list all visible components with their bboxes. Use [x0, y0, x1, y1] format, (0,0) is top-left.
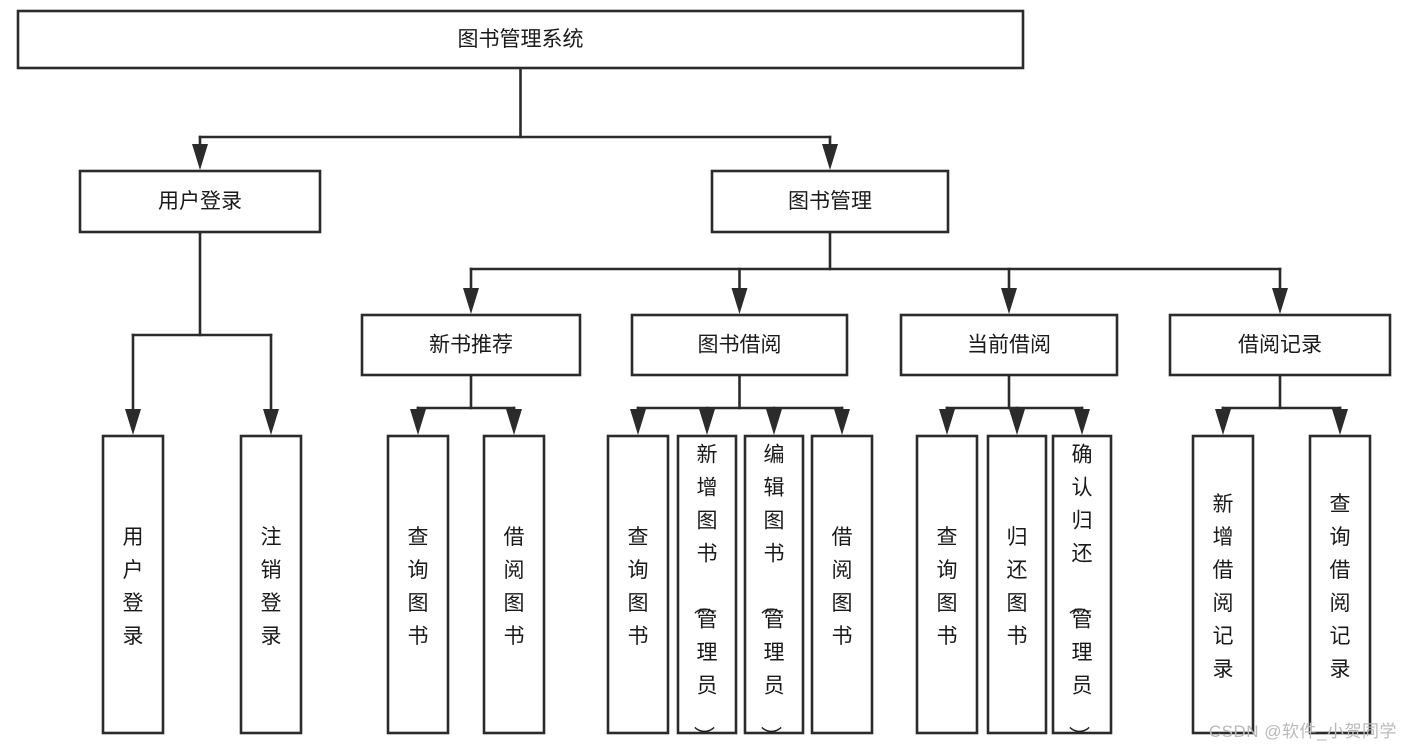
node-box[interactable] — [482, 434, 546, 735]
node-box[interactable] — [360, 313, 582, 377]
node-box[interactable] — [1168, 313, 1392, 377]
node-label: 查询借阅记录 — [1330, 493, 1351, 681]
node-box[interactable] — [1308, 434, 1372, 735]
node-label: 图书管理系统 — [458, 28, 584, 51]
node-l-user-logout[interactable]: 注销登录 — [239, 434, 303, 735]
node-l-add-record[interactable]: 新增借阅记录 — [1191, 434, 1255, 735]
node-n-borrow-record[interactable]: 借阅记录 — [1168, 313, 1392, 377]
node-l-query-book-2[interactable]: 查询图书 — [606, 434, 670, 735]
node-label: 借阅图书 — [832, 526, 853, 648]
node-box[interactable] — [1051, 434, 1113, 735]
node-label: 查询图书 — [937, 526, 958, 648]
node-label: 图书借阅 — [698, 334, 782, 357]
node-box[interactable] — [743, 434, 805, 735]
node-l-add-book[interactable]: 新增图书（管理员） — [676, 434, 738, 747]
node-label: 图书管理 — [788, 190, 872, 213]
node-box[interactable] — [78, 169, 322, 234]
node-box[interactable] — [16, 9, 1025, 70]
node-box[interactable] — [1191, 434, 1255, 735]
node-box[interactable] — [986, 434, 1048, 735]
node-box[interactable] — [915, 434, 979, 735]
node-n-book-borrow[interactable]: 图书借阅 — [630, 313, 849, 377]
node-label: 用户登录 — [158, 190, 242, 213]
node-box[interactable] — [606, 434, 670, 735]
node-box[interactable] — [101, 434, 165, 735]
node-n-user-login[interactable]: 用户登录 — [78, 169, 322, 234]
node-box[interactable] — [239, 434, 303, 735]
node-label: 借阅记录 — [1238, 334, 1322, 357]
node-box[interactable] — [676, 434, 738, 735]
csdn-watermark: CSDN @软件_小贺同学 — [1208, 722, 1397, 741]
connector-layer — [125, 66, 1348, 435]
node-l-edit-book[interactable]: 编辑图书（管理员） — [743, 434, 805, 747]
node-label: 查询图书 — [408, 526, 429, 648]
node-box[interactable] — [710, 169, 950, 234]
node-label: 确认归还（管理员） — [1067, 444, 1093, 747]
node-l-confirm-return[interactable]: 确认归还（管理员） — [1051, 434, 1113, 747]
node-label: 新书推荐 — [429, 334, 513, 357]
node-n-current-borrow[interactable]: 当前借阅 — [899, 313, 1119, 377]
node-l-borrow-book-2[interactable]: 借阅图书 — [810, 434, 874, 735]
node-label: 当前借阅 — [967, 334, 1051, 357]
node-label: 归还图书 — [1007, 526, 1028, 648]
node-n-book-mgmt[interactable]: 图书管理 — [710, 169, 950, 234]
node-l-query-record[interactable]: 查询借阅记录 — [1308, 434, 1372, 735]
node-root[interactable]: 图书管理系统 — [16, 9, 1025, 70]
node-label: 新增图书（管理员） — [692, 444, 718, 747]
node-l-query-book-1[interactable]: 查询图书 — [386, 434, 450, 735]
node-n-new-book-rec[interactable]: 新书推荐 — [360, 313, 582, 377]
node-l-user-login[interactable]: 用户登录 — [101, 434, 165, 735]
node-box[interactable] — [899, 313, 1119, 377]
node-label: 借阅图书 — [504, 526, 525, 648]
node-label: 新增借阅记录 — [1213, 493, 1234, 681]
node-l-return-book[interactable]: 归还图书 — [986, 434, 1048, 735]
node-label: 用户登录 — [123, 526, 144, 648]
node-l-query-book-3[interactable]: 查询图书 — [915, 434, 979, 735]
node-layer: 图书管理系统用户登录图书管理新书推荐图书借阅当前借阅借阅记录用户登录注销登录查询… — [16, 9, 1392, 747]
node-label: 编辑图书（管理员） — [759, 444, 785, 747]
node-label: 注销登录 — [261, 526, 282, 648]
node-l-borrow-book-1[interactable]: 借阅图书 — [482, 434, 546, 735]
node-box[interactable] — [810, 434, 874, 735]
node-box[interactable] — [386, 434, 450, 735]
node-box[interactable] — [630, 313, 849, 377]
node-label: 查询图书 — [628, 526, 649, 648]
